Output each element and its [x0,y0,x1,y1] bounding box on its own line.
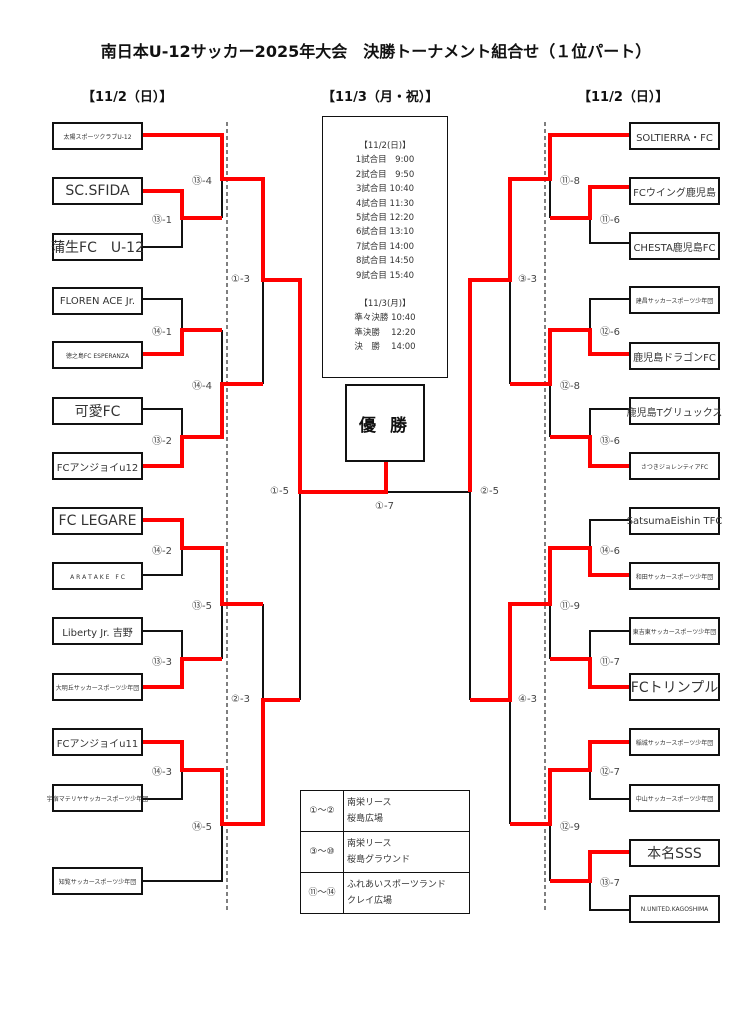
date-center: 【11/3（月・祝）】 [322,90,439,105]
venue-name: ふれあいスポーツランドクレイ広場 [343,872,470,914]
team-left-10: Liberty Jr. 吉野 [52,617,143,645]
schedule-item: 準決勝 12:20 [354,327,416,338]
team-right-3: CHESTA鹿児島FC [629,232,720,260]
team-right-8: SatsumaEishin TFC [627,507,722,535]
match-label: ⑫-6 [600,327,620,338]
team-right-12: 稲城サッカースポーツ少年団 [629,728,720,756]
team-left-1: 太陽スポーツクラブU-12 [52,122,143,150]
schedule-day2-header: 【11/3(月)】 [359,299,411,310]
team-left-13: 宇宿マテリヤサッカースポーツ少年団 [47,784,148,812]
venue-row: ③～⑩ 南栄リース桜島グラウンド [300,831,470,873]
match-label: ⑪-9 [560,601,580,612]
team-right-14: 本名SSS [629,839,720,867]
schedule-item: 3試合目 10:40 [355,184,415,195]
venue-table: ①～② 南栄リース桜島広場 ③～⑩ 南栄リース桜島グラウンド ⑪～⑭ ふれあいス… [300,790,470,914]
team-left-6: 可愛FC [52,397,143,425]
team-right-7: さつきジョレンティアFC [629,452,720,480]
team-left-14: 知覧サッカースポーツ少年団 [52,867,143,895]
team-left-3: 蒲生FC U-12 [51,233,144,261]
schedule-item: 4試合目 11:30 [355,198,415,209]
match-label: ③-3 [518,274,537,285]
venue-row: ⑪～⑭ ふれあいスポーツランドクレイ広場 [300,872,470,914]
match-label: ⑭-6 [600,546,620,557]
match-label: ⑭-5 [192,822,212,833]
match-label: ①-5 [270,486,289,497]
team-right-13: 中山サッカースポーツ少年団 [629,784,720,812]
match-label: ⑫-7 [600,767,620,778]
team-left-7: FCアンジョイu12 [52,452,143,480]
match-label: ②-3 [231,694,250,705]
team-right-6: 鹿児島Tグリュックス [627,397,722,425]
schedule-item: 7試合目 14:00 [355,241,415,252]
schedule-box: 【11/2(日)】 1試合目 9:00 2試合目 9:50 3試合目 10:40… [322,116,448,378]
team-right-4: 建昌サッカースポーツ少年団 [629,286,720,314]
match-label: ⑪-8 [560,176,580,187]
venue-range: ①～② [300,790,344,832]
venue-range: ⑪～⑭ [300,872,344,914]
match-label: ⑪-6 [600,215,620,226]
schedule-day1-header: 【11/2(日)】 [359,141,411,151]
page-title: 南日本U-12サッカー2025年大会 決勝トーナメント組合せ（１位パート） [100,42,652,61]
schedule-item: 8試合目 14:50 [355,256,415,267]
match-label: ⑭-4 [192,381,212,392]
match-label: ⑬-7 [600,878,620,889]
match-label: ④-3 [518,694,537,705]
team-left-4: FLOREN ACE Jr. [52,287,143,315]
team-right-2: FCウイング鹿児島 [629,177,720,205]
team-right-11: FCトリンプル [629,673,720,701]
match-label: ①-3 [231,274,250,285]
date-left: 【11/2（日）】 [82,90,173,105]
venue-name: 南栄リース桜島広場 [343,790,470,832]
match-label: ②-5 [480,486,499,497]
schedule-item: 9試合目 15:40 [355,270,415,281]
date-right: 【11/2（日）】 [578,90,669,105]
match-label: ⑭-1 [152,327,172,338]
team-left-9: A R A T A K E F C [52,562,143,590]
team-right-1: SOLTIERRA・FC [629,122,720,150]
venue-row: ①～② 南栄リース桜島広場 [300,790,470,832]
team-right-15: N.UNITED.KAGOSHIMA [629,895,720,923]
team-right-10: 東吉東サッカースポーツ少年団 [629,617,720,645]
team-right-9: 和田サッカースポーツ少年団 [629,562,720,590]
match-label: ⑬-2 [152,436,172,447]
champion-box: 優 勝 [345,384,425,462]
schedule-item: 2試合目 9:50 [355,169,415,180]
schedule-item: 決 勝 14:00 [354,342,416,353]
match-label: ⑬-4 [192,176,212,187]
schedule-item: 6試合目 13:10 [355,227,415,238]
venue-name: 南栄リース桜島グラウンド [343,831,470,873]
match-label: ⑬-5 [192,601,212,612]
schedule-item: 準々決勝 10:40 [354,313,416,324]
team-left-2: SC.SFIDA [52,177,143,205]
match-label: ⑬-1 [152,215,172,226]
match-label-final: ①-7 [375,501,394,512]
venue-range: ③～⑩ [300,831,344,873]
match-label: ⑫-9 [560,822,580,833]
match-label: ⑭-3 [152,767,172,778]
team-right-5: 鹿児島ドラゴンFC [629,342,720,370]
schedule-item: 5試合目 12:20 [355,213,415,224]
match-label: ⑪-7 [600,657,620,668]
schedule-item: 1試合目 9:00 [355,155,415,166]
team-left-5: 徳之島FC ESPERANZA [52,341,143,369]
team-left-11: 大明丘サッカースポーツ少年団 [52,673,143,701]
team-left-8: FC LEGARE [52,507,143,535]
team-left-12: FCアンジョイu11 [52,728,143,756]
match-label: ⑭-2 [152,546,172,557]
match-label: ⑬-6 [600,436,620,447]
match-label: ⑫-8 [560,381,580,392]
match-label: ⑬-3 [152,657,172,668]
